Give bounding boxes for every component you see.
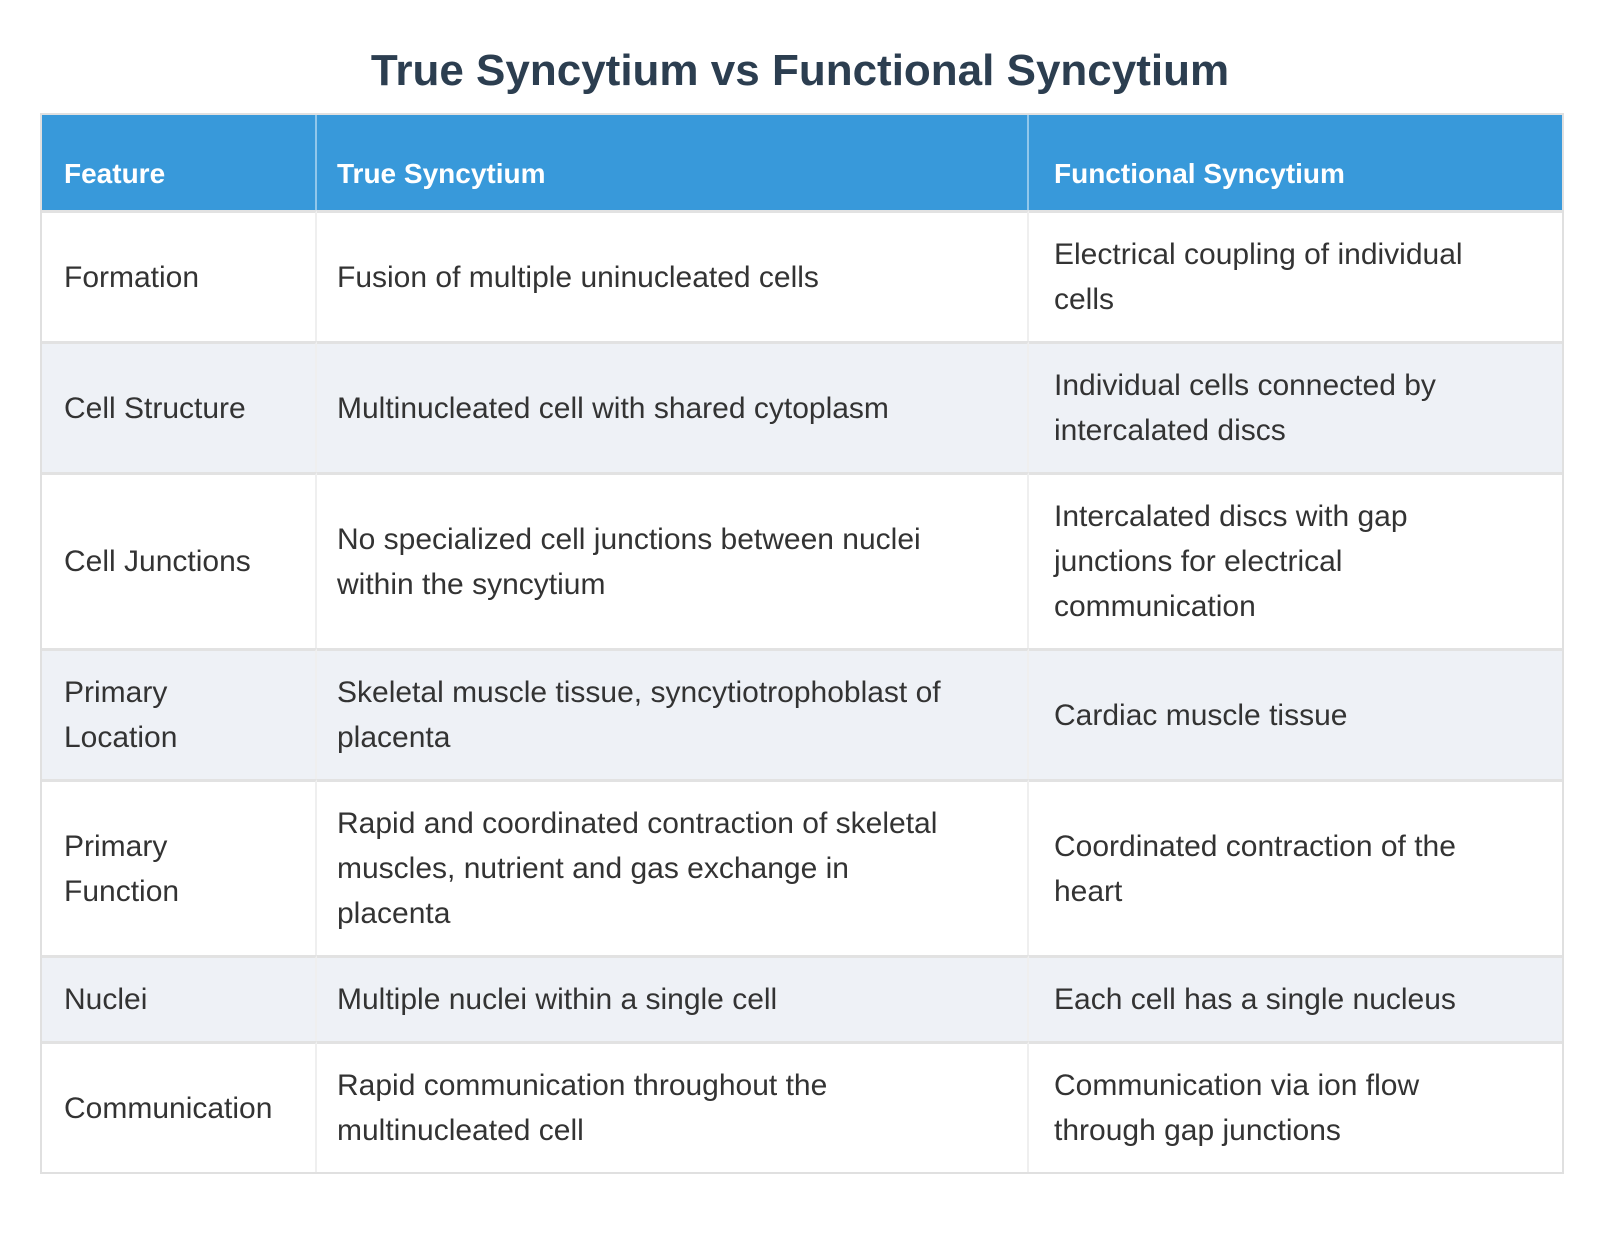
table-row: Nuclei Multiple nuclei within a single c… [42,955,1562,1041]
table-row: Formation Fusion of multiple uninucleate… [42,210,1562,341]
feature-cell: Formation [42,210,317,341]
true-syncytium-cell: Fusion of multiple uninucleated cells [317,210,1029,341]
true-syncytium-cell: Rapid communication throughout the multi… [317,1041,1029,1172]
true-syncytium-cell: Multinucleated cell with shared cytoplas… [317,341,1029,472]
functional-syncytium-cell: Communication via ion flow through gap j… [1029,1041,1562,1172]
column-header-true-syncytium: True Syncytium [317,115,1029,210]
functional-syncytium-cell: Each cell has a single nucleus [1029,955,1562,1041]
table-row: Cell Structure Multinucleated cell with … [42,341,1562,472]
feature-cell: Primary Function [42,779,317,955]
table-row: Cell Junctions No specialized cell junct… [42,472,1562,648]
true-syncytium-cell: No specialized cell junctions between nu… [317,472,1029,648]
feature-cell: Cell Junctions [42,472,317,648]
true-syncytium-cell: Rapid and coordinated contraction of ske… [317,779,1029,955]
table-body: Formation Fusion of multiple uninucleate… [42,210,1562,1172]
functional-syncytium-cell: Coordinated contraction of the heart [1029,779,1562,955]
page: True Syncytium vs Functional Syncytium F… [40,42,1564,1174]
page-title: True Syncytium vs Functional Syncytium [370,46,1230,95]
comparison-table: Feature True Syncytium Functional Syncyt… [40,113,1564,1174]
column-header-feature: Feature [42,115,317,210]
table-row: Communication Rapid communication throug… [42,1041,1562,1172]
functional-syncytium-cell: Cardiac muscle tissue [1029,648,1562,779]
true-syncytium-cell: Multiple nuclei within a single cell [317,955,1029,1041]
feature-cell: Communication [42,1041,317,1172]
true-syncytium-cell: Skeletal muscle tissue, syncytiotrophobl… [317,648,1029,779]
table-header-row: Feature True Syncytium Functional Syncyt… [42,115,1562,210]
table-row: Primary Location Skeletal muscle tissue,… [42,648,1562,779]
feature-cell: Primary Location [42,648,317,779]
functional-syncytium-cell: Intercalated discs with gap junctions fo… [1029,472,1562,648]
feature-cell: Cell Structure [42,341,317,472]
functional-syncytium-cell: Electrical coupling of individual cells [1029,210,1562,341]
column-header-functional-syncytium: Functional Syncytium [1029,115,1562,210]
table-row: Primary Function Rapid and coordinated c… [42,779,1562,955]
functional-syncytium-cell: Individual cells connected by intercalat… [1029,341,1562,472]
feature-cell: Nuclei [42,955,317,1041]
